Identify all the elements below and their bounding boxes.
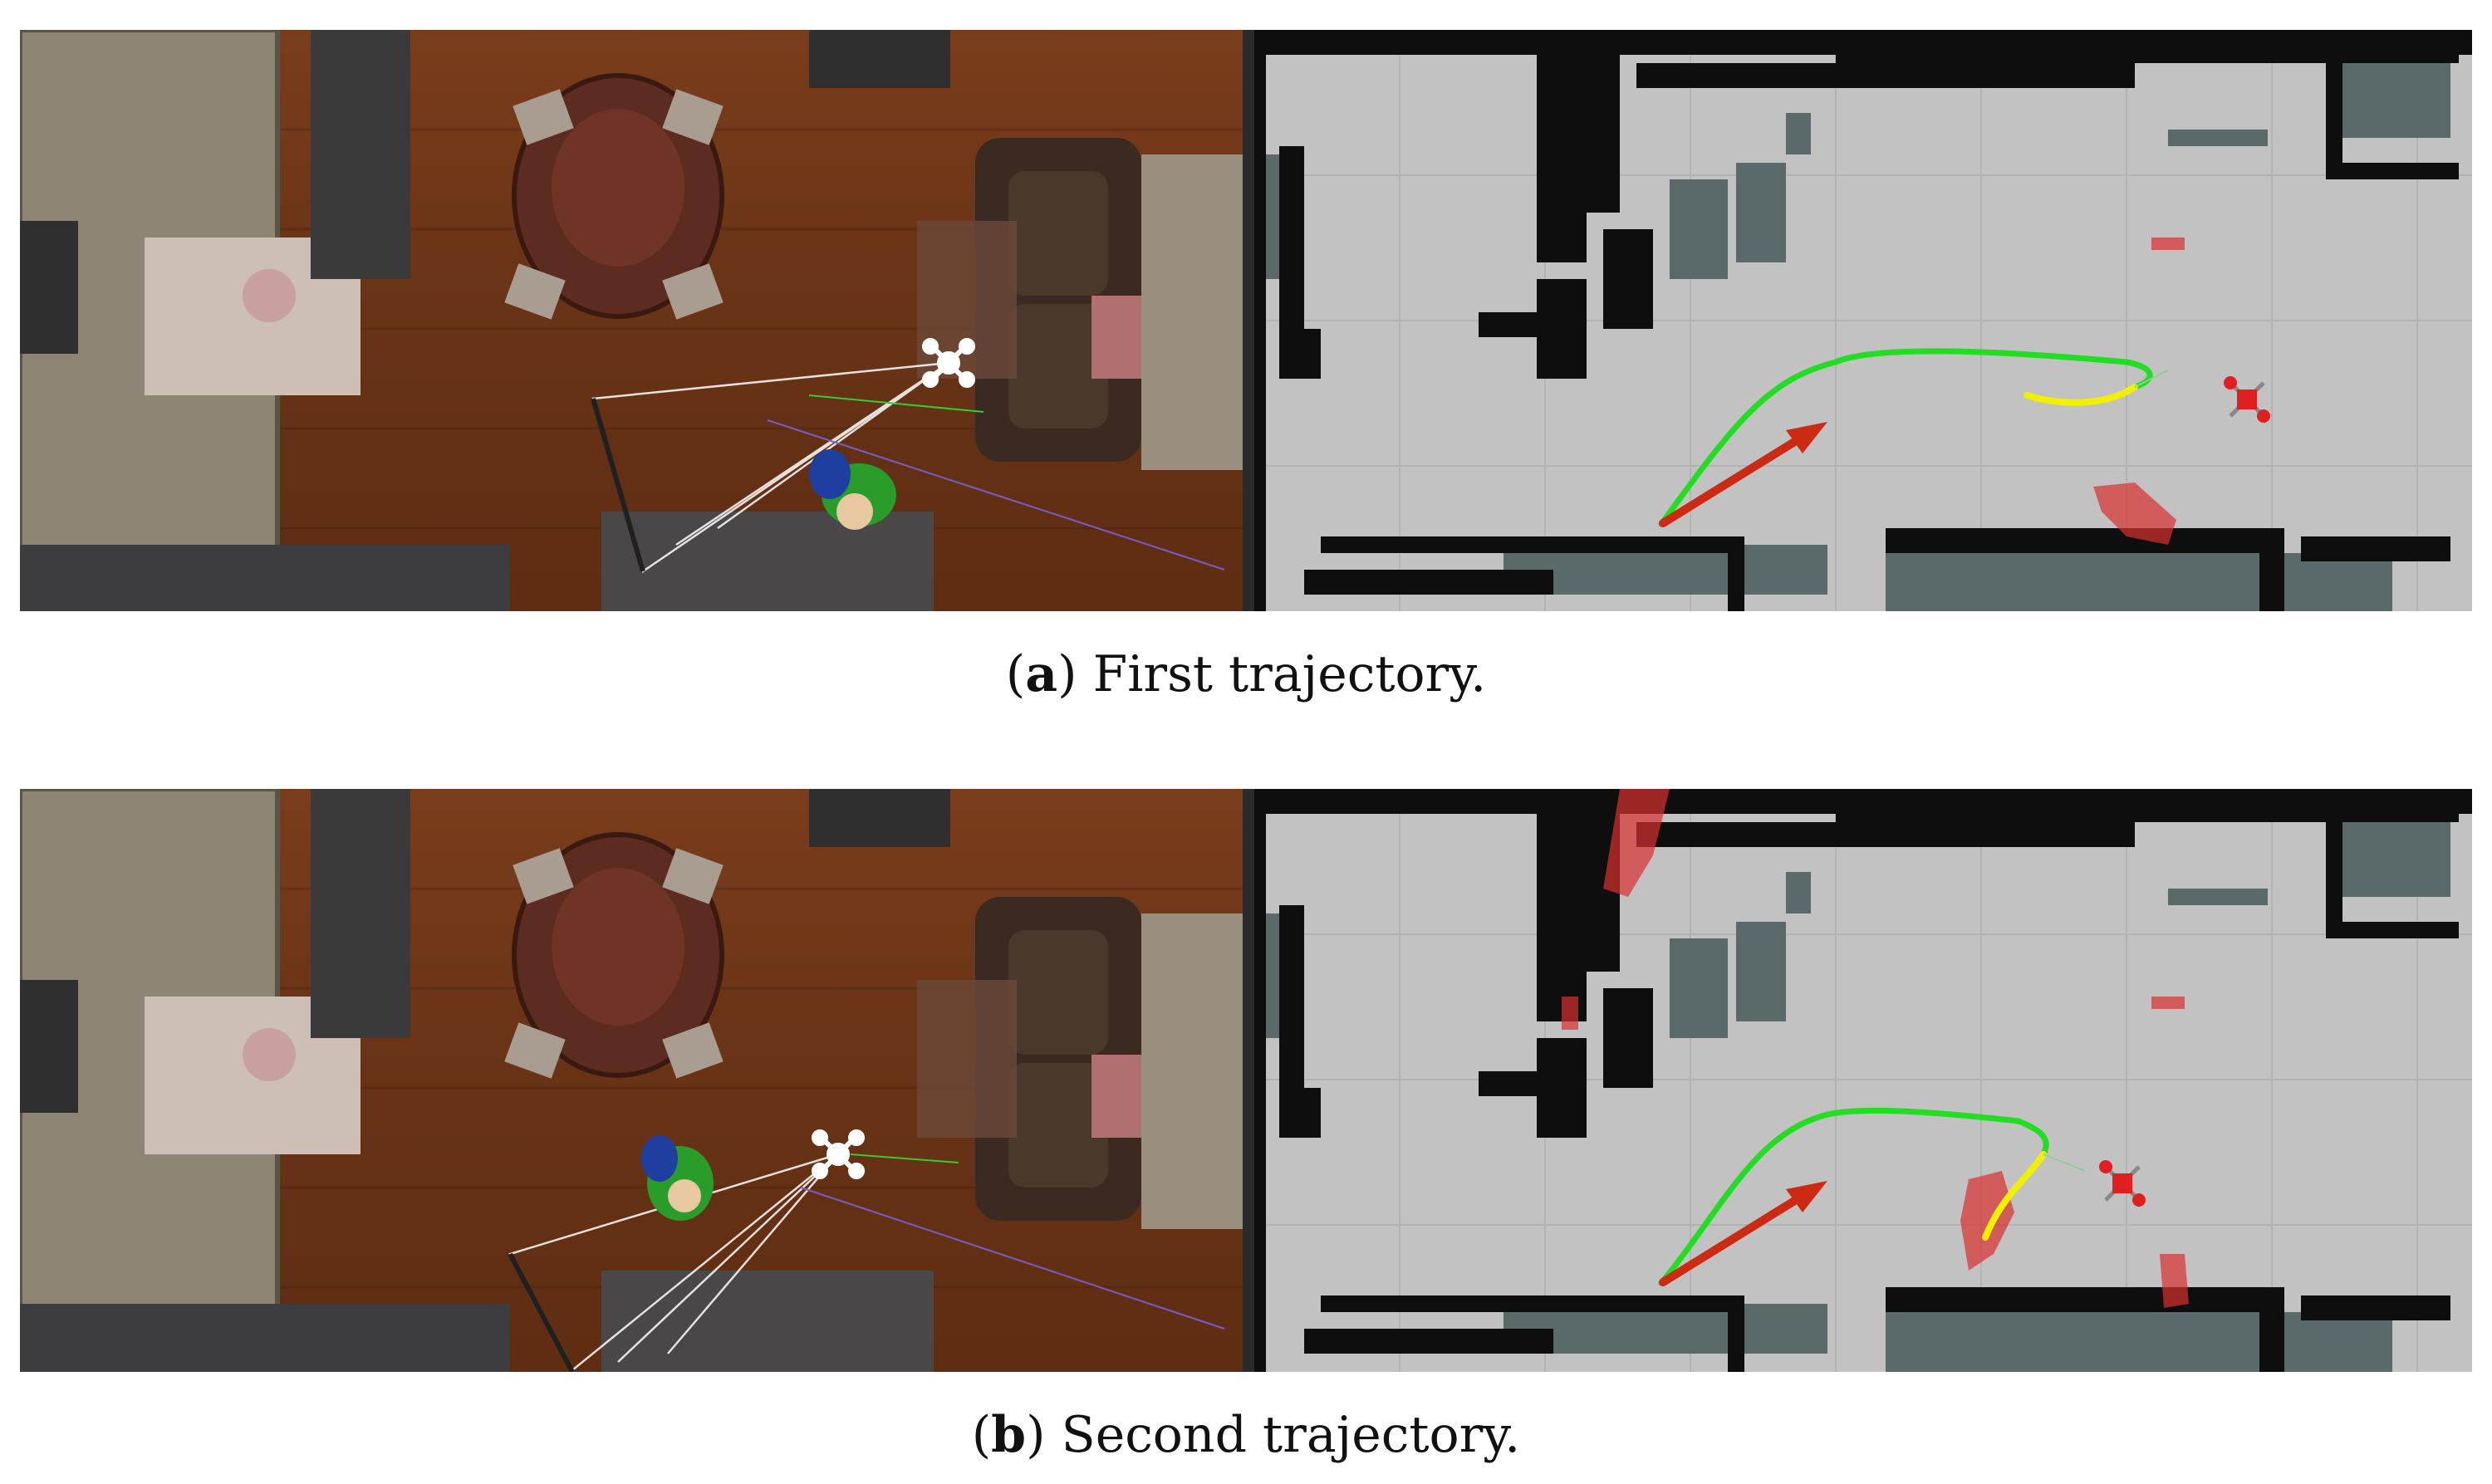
bench (601, 1271, 934, 1372)
planned-path (1658, 348, 2153, 527)
occupancy-map-a (1254, 30, 2472, 611)
dynamic-obstacles (1562, 789, 2189, 1308)
obstacles (1254, 30, 2472, 611)
cabinet (20, 221, 78, 354)
caption-text-a: First trajectory. (1092, 645, 1487, 703)
seated-person (243, 269, 296, 322)
dining-table-icon (504, 832, 724, 1079)
sofa-icon (975, 138, 1243, 470)
wall-unit (311, 30, 410, 279)
panel-divider-b (1243, 789, 1254, 1372)
caption-label-b: b (991, 1406, 1027, 1464)
planned-path (1658, 1107, 2049, 1286)
caption-label-a: a (1025, 645, 1058, 703)
drone-icon (2099, 1160, 2146, 1207)
panel-divider-a (1243, 30, 1254, 611)
current-path (1982, 1151, 2047, 1241)
sim-scene-b (20, 789, 1243, 1372)
occupancy-map-b (1254, 789, 2472, 1372)
goal-arrow-icon (1659, 422, 1827, 527)
seated-person (243, 1028, 296, 1081)
current-path (2024, 384, 2138, 406)
caption-text-b: Second trajectory. (1061, 1406, 1521, 1464)
cabinet (20, 980, 78, 1113)
bench (601, 512, 934, 611)
dynamic-obstacles (2093, 238, 2185, 545)
sim-view-b (20, 789, 1243, 1372)
caption-a: (a) First trajectory. (1005, 645, 1487, 703)
sim-view-a (20, 30, 1243, 611)
drone-icon (2224, 376, 2270, 423)
wall-unit (311, 789, 410, 1038)
drone-icon (922, 338, 975, 388)
map-view-b (1254, 789, 2472, 1372)
map-view-a (1254, 30, 2472, 611)
sim-scene-a (20, 30, 1243, 611)
dining-table-icon (504, 73, 724, 320)
sofa-icon (975, 897, 1243, 1229)
person-icon (641, 1135, 714, 1221)
bed (20, 545, 510, 611)
person-icon (809, 449, 896, 530)
drone-icon (812, 1129, 865, 1179)
caption-b: (b) Second trajectory. (971, 1406, 1521, 1464)
goal-arrow-icon (1659, 1181, 1827, 1286)
bed (20, 1304, 510, 1372)
